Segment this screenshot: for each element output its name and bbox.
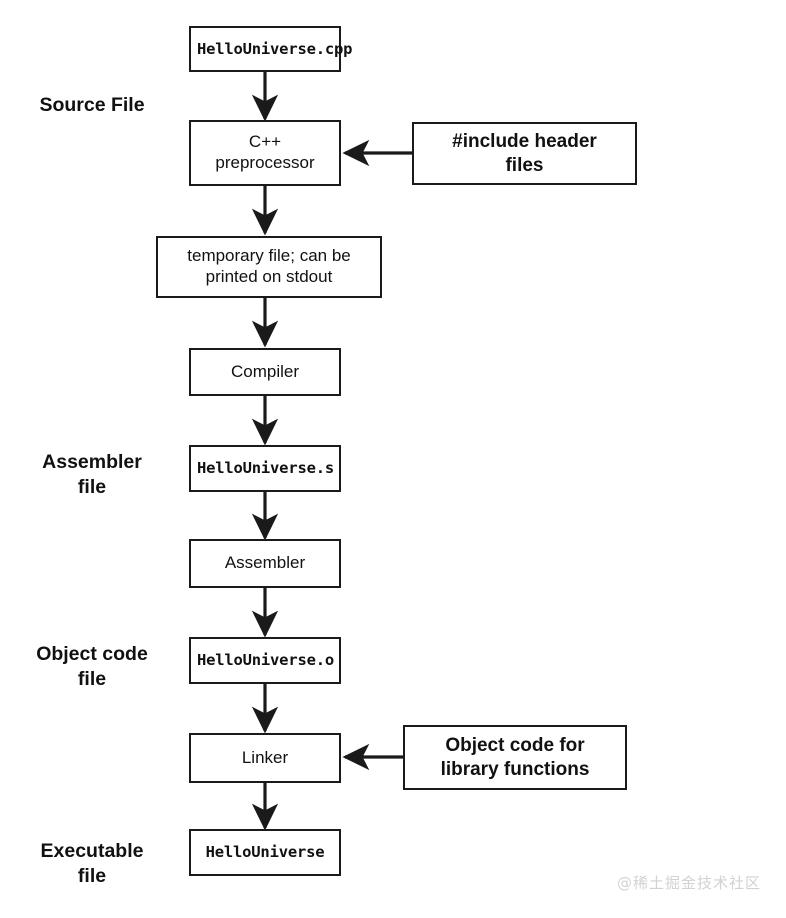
node-hellouniverse-s-label: HelloUniverse.s	[197, 459, 334, 478]
watermark: @稀土掘金技术社区	[617, 874, 762, 892]
caption-source-file: Source File	[39, 94, 145, 116]
node-linker-label: Linker	[241, 747, 289, 767]
node-hellouniverse-o[interactable]: HelloUniverse.o	[189, 637, 341, 684]
node-hellouniverse-s[interactable]: HelloUniverse.s	[189, 445, 341, 492]
node-linker[interactable]: Linker	[189, 733, 341, 783]
node-hellouniverse-cpp-label: HelloUniverse.cpp	[197, 39, 353, 58]
node-compiler[interactable]: Compiler	[189, 348, 341, 396]
caption-assembler-file: Assembler file	[42, 451, 142, 499]
node-assembler-label: Assembler	[224, 553, 306, 573]
node-cpp-preprocessor-label: C++ preprocessor	[215, 132, 315, 172]
node-object-code-library[interactable]: Object code for library functions	[403, 725, 627, 790]
node-include-header-files[interactable]: #include header files	[412, 122, 637, 185]
node-cpp-preprocessor[interactable]: C++ preprocessor	[189, 120, 341, 186]
node-compiler-label: Compiler	[230, 361, 300, 381]
node-temporary-file[interactable]: temporary file; can be printed on stdout	[156, 236, 382, 298]
caption-executable-file: Executable file	[40, 840, 144, 888]
caption-object-code-file: Object code file	[36, 643, 148, 691]
node-assembler[interactable]: Assembler	[189, 539, 341, 588]
node-include-header-files-label: #include header files	[452, 131, 597, 176]
node-hellouniverse-executable-label: HelloUniverse	[205, 843, 325, 862]
node-hellouniverse-cpp[interactable]: HelloUniverse.cpp	[189, 26, 353, 72]
node-hellouniverse-executable[interactable]: HelloUniverse	[189, 829, 341, 876]
node-temporary-file-label: temporary file; can be printed on stdout	[187, 246, 351, 286]
node-hellouniverse-o-label: HelloUniverse.o	[197, 651, 334, 670]
node-object-code-library-label: Object code for library functions	[440, 735, 590, 780]
